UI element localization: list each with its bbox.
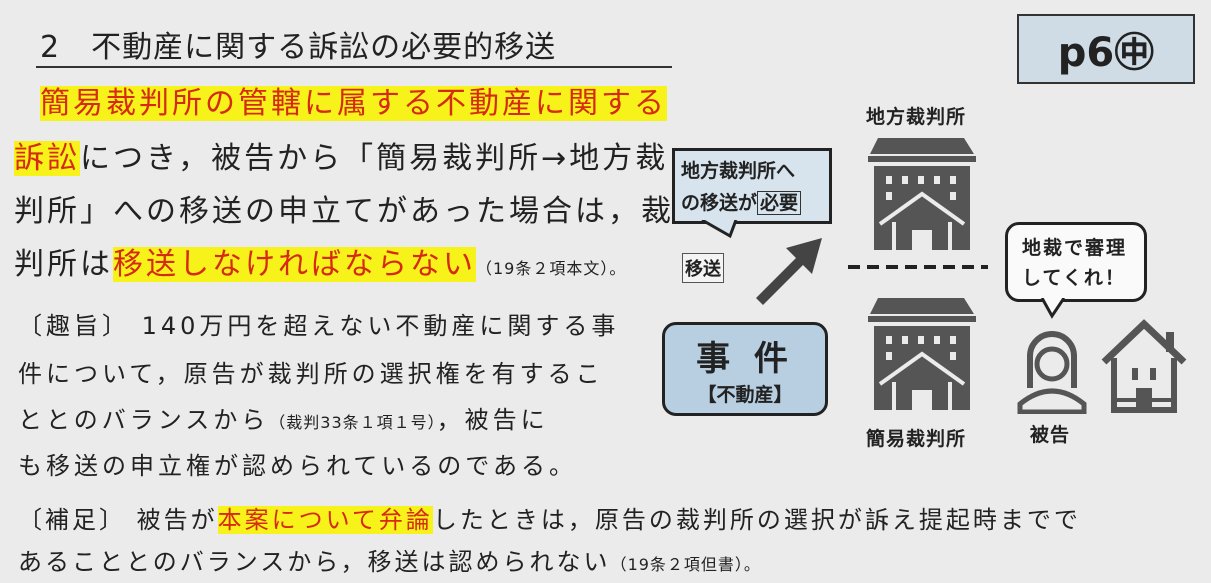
main-line-2: 訴訟につき，被告から「簡易裁判所→地方裁: [14, 137, 668, 181]
text: してくれ！: [1022, 267, 1126, 289]
dashed-divider: [848, 265, 988, 269]
text: につき，被告から「簡易裁判所→地方裁: [80, 141, 669, 176]
main-line-3: 判所」への移送の申立てがあった場合は，裁: [14, 194, 674, 229]
summary-court-label: 簡易裁判所: [866, 428, 967, 450]
purpose-line-1: 〔趣旨〕 140万円を超えない不動産に関する事: [18, 312, 620, 340]
case-subtitle: 【不動産】: [697, 384, 793, 406]
transfer-label: 移送: [682, 253, 724, 283]
defendant-speech-bubble: 地裁で審理 してくれ！: [1005, 222, 1147, 302]
boxed-text: 必要: [757, 191, 802, 215]
purpose-line-2: 件について，原告が裁判所の選択権を有するこ: [18, 360, 604, 388]
text: 地方裁判所へ: [681, 160, 796, 182]
article-ref: （裁判33条１項１号）: [269, 413, 437, 432]
page-reference-badge: p6㊥: [1017, 14, 1195, 84]
highlight: 本案について弁論: [217, 506, 433, 534]
main-line-1: 簡易裁判所の管轄に属する不動産に関する: [40, 82, 667, 126]
district-court-label: 地方裁判所: [866, 106, 967, 128]
case-box: 事 件 【不動産】: [662, 322, 828, 416]
article-ref: （19条２項但書）。: [610, 555, 761, 574]
text: ，被告に: [436, 406, 549, 434]
text: 判所は: [14, 247, 113, 282]
case-title: 事 件: [696, 339, 794, 379]
highlight: 移送しなければならない: [113, 247, 476, 282]
text: あることとのバランスから，移送は認められない: [18, 548, 611, 576]
supplement-line-2: あることとのバランスから，移送は認められない（19条２項但書）。: [18, 542, 761, 577]
purpose-line-4: も移送の申立権が認められているのである。: [18, 452, 578, 480]
speech-tail: [1040, 298, 1066, 319]
text: の移送が: [681, 192, 758, 214]
main-line-4: 判所は移送しなければならない（19条２項本文）。: [14, 243, 626, 291]
defendant-person-icon: [1017, 331, 1087, 414]
summary-court-building-icon: [868, 298, 976, 410]
highlight: 訴訟: [14, 141, 80, 176]
defendant-label: 被告: [1030, 424, 1071, 446]
text: 地裁で審理: [1022, 237, 1128, 259]
district-court-building-icon: [868, 138, 976, 250]
highlight: 簡易裁判所の管轄に属する不動産に関する: [40, 86, 667, 121]
text: したときは，原告の裁判所の選択が訴え提起時までで: [432, 506, 1081, 534]
section-title: 2 不動産に関する訴訟の必要的移送: [40, 30, 557, 65]
bubble-tail: [701, 220, 738, 239]
house-icon: [1101, 319, 1187, 413]
transfer-required-bubble: 地方裁判所へ の移送が必要: [672, 148, 832, 224]
arrow-up-right-icon: [756, 238, 822, 305]
text: 〔補足〕 被告が: [18, 506, 218, 534]
title-underline: [36, 66, 672, 68]
purpose-line-3: ととのバランスから（裁判33条１項１号），被告に: [18, 400, 549, 435]
supplement-line-1: 〔補足〕 被告が本案について弁論したときは，原告の裁判所の選択が訴え提起時までで: [18, 500, 1081, 535]
text: ととのバランスから: [18, 406, 270, 434]
article-ref: （19条２項本文）。: [476, 259, 627, 278]
